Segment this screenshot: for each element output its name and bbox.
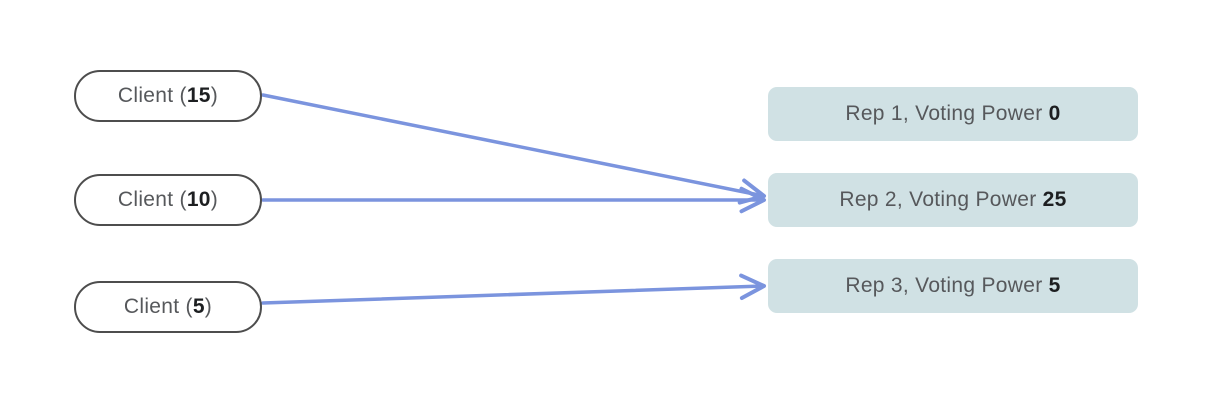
rep-3-voting-power: 5 — [1048, 274, 1061, 297]
client-5-label-suffix: ) — [204, 295, 213, 318]
client-15-label-prefix: Client ( — [117, 84, 187, 107]
client-10-value: 10 — [186, 188, 211, 211]
client-5-value: 5 — [192, 295, 205, 318]
client-10-label-prefix: Client ( — [117, 188, 187, 211]
client-5-label-prefix: Client ( — [123, 295, 193, 318]
rep-node-1: Rep 1, Voting Power 0 — [768, 87, 1138, 141]
client-15-value: 15 — [186, 84, 211, 107]
client-15-label-suffix: ) — [210, 84, 219, 107]
edge-client5-to-rep3 — [261, 273, 766, 305]
rep-2-label: Rep 2, Voting Power — [839, 188, 1043, 211]
client-node-10: Client (10) — [74, 174, 262, 226]
rep-node-3: Rep 3, Voting Power 5 — [768, 259, 1138, 313]
rep-node-2: Rep 2, Voting Power 25 — [768, 173, 1138, 227]
edge-client15-to-rep2 — [261, 93, 766, 205]
rep-1-voting-power: 0 — [1048, 102, 1061, 125]
client-10-label-suffix: ) — [210, 188, 219, 211]
rep-2-voting-power: 25 — [1042, 188, 1067, 211]
rep-1-label: Rep 1, Voting Power — [845, 102, 1049, 125]
client-node-5: Client (5) — [74, 281, 262, 333]
client-node-15: Client (15) — [74, 70, 262, 122]
rep-3-label: Rep 3, Voting Power — [845, 274, 1049, 297]
